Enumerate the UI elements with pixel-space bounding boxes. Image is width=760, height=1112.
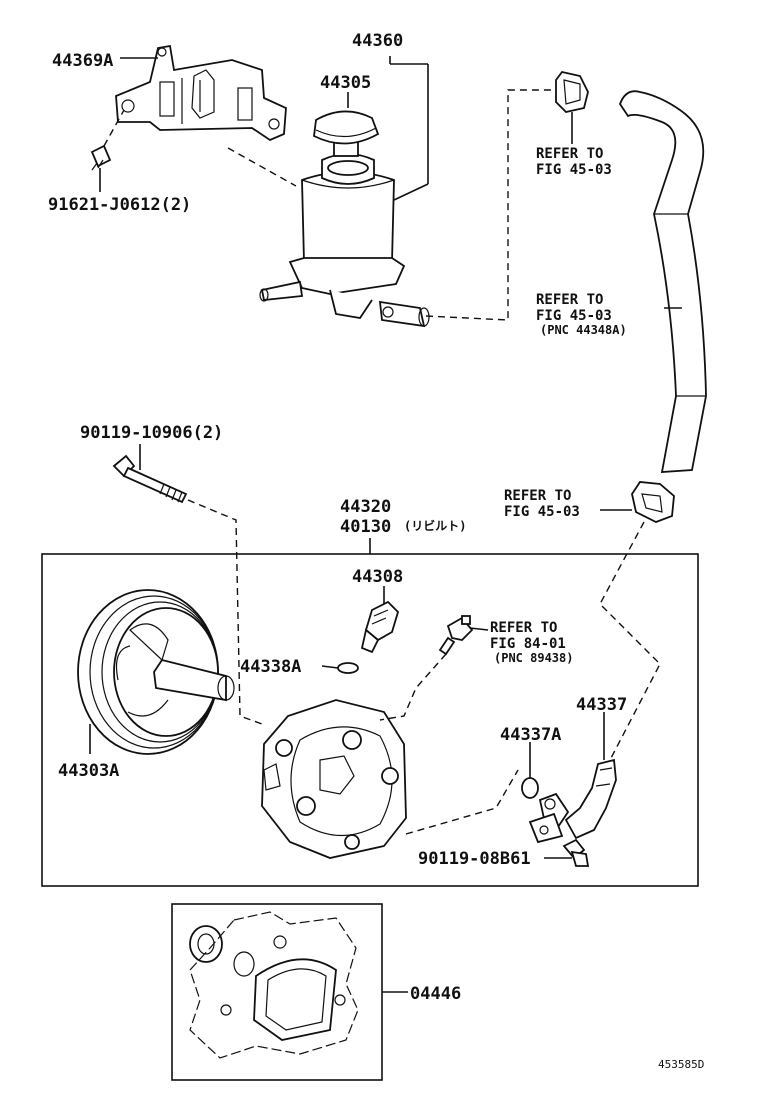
refer2-line2: FIG 45-03 (536, 308, 612, 324)
refer2-line3: (PNC 44348A) (540, 323, 627, 337)
refer4-line1: REFER TO (490, 620, 557, 636)
o-ring-44337a (521, 777, 539, 799)
pressure-tube-44337 (528, 758, 617, 844)
refer2-line1: REFER TO (536, 292, 603, 308)
power-steering-pump (261, 699, 407, 859)
label-44337: 44337 (576, 695, 627, 715)
refer1-line2: FIG 45-03 (536, 162, 612, 178)
label-44303a: 44303A (58, 761, 119, 781)
label-90119-10906: 90119-10906(2) (80, 423, 223, 443)
figure-id: 453585D (658, 1058, 704, 1071)
pulley-44303a (77, 589, 235, 755)
label-44337a: 44337A (500, 725, 561, 745)
label-44305: 44305 (320, 73, 371, 93)
o-ring-44338a (337, 662, 359, 674)
pressure-switch-44308 (360, 600, 400, 654)
reservoir-bracket (115, 44, 287, 142)
label-04446: 04446 (410, 984, 461, 1004)
gasket-kit-04446 (189, 911, 359, 1059)
hose-clamp-bottom (631, 481, 675, 523)
refer3-line1: REFER TO (504, 488, 571, 504)
label-44360: 44360 (352, 31, 403, 51)
label-90119-08b61: 90119-08B61 (418, 849, 531, 869)
bolt-90119-08b61 (562, 838, 590, 867)
reservoir-tank (259, 110, 430, 328)
label-44338a: 44338A (240, 657, 301, 677)
bolt-91621 (90, 144, 112, 192)
label-44308: 44308 (352, 567, 403, 587)
bolt-90119-10906 (112, 454, 188, 504)
return-hose (618, 90, 707, 473)
label-44369a: 44369A (52, 51, 113, 71)
hose-clamp-top (555, 70, 589, 113)
sensor-89438 (438, 615, 474, 656)
label-44320: 44320 (340, 497, 391, 517)
label-91621: 91621-J0612(2) (48, 195, 191, 215)
refer1-line1: REFER TO (536, 146, 603, 162)
refer3-line2: FIG 45-03 (504, 504, 580, 520)
refer4-line3: (PNC 89438) (494, 651, 573, 665)
label-40130-note: (リビルト) (404, 518, 466, 533)
refer4-line2: FIG 84-01 (490, 636, 566, 652)
label-40130: 40130 (340, 517, 391, 537)
